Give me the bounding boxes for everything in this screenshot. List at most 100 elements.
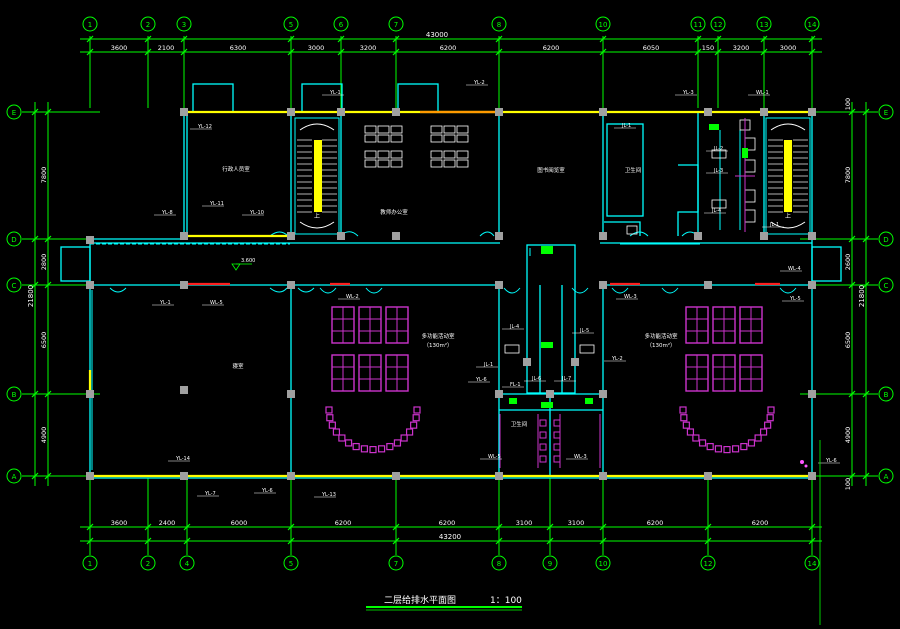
column — [495, 108, 503, 116]
arc-seat — [682, 421, 690, 429]
office-desk — [443, 134, 456, 143]
room-label-admin: 行政人员室 — [222, 165, 250, 173]
office-desk — [443, 150, 456, 159]
axis-right-E-circle — [878, 104, 894, 120]
dim-tick — [760, 48, 768, 56]
axis-grid — [22, 36, 878, 555]
dim-tick — [694, 48, 702, 56]
bottom-dim-segment: 6200 — [439, 519, 456, 527]
structural-columns — [86, 108, 816, 480]
dim-tick — [287, 537, 295, 545]
dim-tick — [31, 235, 39, 243]
dim-tick — [760, 35, 768, 43]
axis-top-14-label: 14 — [808, 21, 817, 29]
pipe-tag: JL-5 — [579, 328, 589, 334]
axis-left-E-circle — [6, 104, 22, 120]
arc-seat — [706, 442, 714, 451]
office-desk — [430, 134, 443, 143]
column — [808, 281, 816, 289]
dim-tick — [848, 235, 856, 243]
arc-seat — [692, 434, 700, 442]
column — [808, 390, 816, 398]
dim-tick — [86, 523, 94, 531]
dim-tick — [31, 390, 39, 398]
dim-tick — [862, 108, 870, 116]
arc-seat — [767, 406, 775, 414]
left-dim-segment: 6500 — [40, 332, 48, 349]
axis-bottom-1-label: 1 — [88, 560, 92, 568]
dim-tick — [337, 35, 345, 43]
axis-bottom-12-label: 12 — [704, 560, 713, 568]
right-dim-segment: 7800 — [844, 167, 852, 184]
arc-seat — [405, 428, 414, 436]
axis-bottom-5-label: 5 — [289, 560, 293, 568]
column — [808, 108, 816, 116]
axis-bottom-5-circle — [283, 555, 299, 571]
bottom-dim-segment: 3100 — [516, 519, 533, 527]
axis-top-12-label: 12 — [714, 21, 723, 29]
drain-point-marks — [800, 460, 808, 468]
pipe-tag: WL-4 — [788, 266, 801, 272]
pipe-tag: JL-4 — [509, 324, 519, 330]
dim-tick — [31, 472, 39, 480]
dim-tick — [44, 235, 52, 243]
axis-top-13-circle — [756, 16, 772, 32]
bottom-dim-segment: 2400 — [159, 519, 176, 527]
dim-tick — [44, 281, 52, 289]
dimension-texts: 43000 43200 21800 21800 — [27, 31, 866, 541]
room-label-line: （130m²） — [646, 342, 675, 349]
dim-tick — [848, 472, 856, 480]
pipe-tag: YL-12 — [197, 124, 212, 130]
dim-tick — [862, 281, 870, 289]
axis-bottom-10-circle — [595, 555, 611, 571]
arc-seat — [754, 434, 762, 442]
column — [180, 472, 188, 480]
column — [599, 472, 607, 480]
column — [180, 386, 188, 394]
office-desk — [456, 159, 469, 168]
right-dim-segment: 2600 — [844, 254, 852, 271]
arc-seat — [325, 406, 333, 414]
pipe-tag: YL-7 — [204, 491, 216, 497]
column — [546, 390, 554, 398]
walls — [60, 83, 842, 479]
arc-seat — [714, 445, 723, 453]
column — [495, 472, 503, 480]
pipe-tag: WL-3 — [574, 454, 587, 460]
column — [287, 108, 295, 116]
pipe-tag: YL-1 — [329, 90, 341, 96]
dim-tick — [546, 523, 554, 531]
office-desk — [390, 150, 403, 159]
arc-seat — [377, 445, 386, 453]
pipe-tag: JL-2 — [713, 146, 723, 152]
dim-tick — [31, 108, 39, 116]
column — [495, 232, 503, 240]
pipe-tag: WL-3 — [624, 294, 637, 300]
toilet-partitions — [499, 118, 755, 468]
top-dim-segment: 3600 — [111, 44, 128, 52]
axis-top-13-label: 13 — [760, 21, 769, 29]
pipe-tag: YL-6 — [475, 377, 487, 383]
arc-seat — [413, 406, 421, 414]
top-dim-segment: 6200 — [543, 44, 560, 52]
top-dim-segment: 3000 — [308, 44, 325, 52]
axis-bottom-7-circle — [388, 555, 404, 571]
dim-tick — [599, 523, 607, 531]
axis-bottom-2-label: 2 — [146, 560, 150, 568]
arc-seat — [679, 406, 687, 414]
axis-top-5-label: 5 — [289, 21, 293, 29]
pipe-tag: YL-14 — [175, 456, 190, 462]
arc-seat — [369, 446, 377, 454]
dim-tick — [862, 235, 870, 243]
dim-tick — [337, 48, 345, 56]
right-total-dim: 21800 — [858, 285, 866, 307]
axis-right-E-label: E — [884, 109, 888, 117]
pipe-tag: YL-13 — [321, 492, 336, 498]
axis-right-D-label: D — [883, 236, 888, 244]
toilet-fixtures — [504, 119, 756, 354]
top-dim-segment: 2100 — [158, 44, 175, 52]
axis-top-3-circle — [176, 16, 192, 32]
